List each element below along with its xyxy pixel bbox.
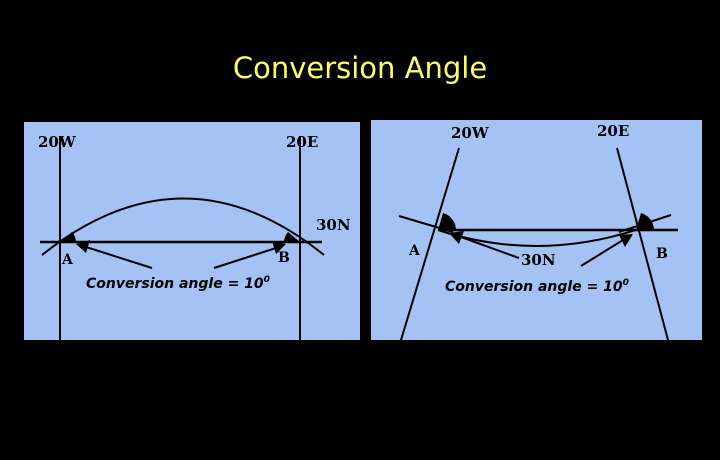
right-meridian-east-line [616,147,669,340]
left-panel-background [24,122,360,340]
left-pointer-a-line [85,246,153,269]
left-great-circle-arc [41,197,325,256]
left-pointer-b-head [272,241,286,254]
left-diagram-panel: 20W 20E 30N A B Conversion angle = 100 [24,122,360,340]
left-point-b-label: B [278,250,290,266]
right-label-30n: 30N [521,251,556,269]
left-label-30n: 30N [316,216,351,234]
right-pointer-a-head [449,231,464,244]
right-diagram-panel: 20W 20E 30N A B Conversion angle = 100 [371,120,702,340]
right-diagram: 20W 20E 30N A B Conversion angle = 100 [371,120,702,340]
right-meridian-west-line [400,147,460,340]
slide-title: Conversion Angle [232,51,488,85]
right-pointer-b-line [580,239,624,267]
right-point-b-label: B [656,246,668,262]
left-angle-mark-b [284,232,300,242]
right-pointer-a-line [460,236,520,259]
left-label-20e: 20E [286,133,318,151]
left-pointer-b-line [213,247,277,269]
left-diagram: 20W 20E 30N A B Conversion angle = 100 [24,122,360,340]
left-point-a-label: A [61,252,74,268]
left-angle-mark-a [60,232,76,242]
right-point-a-label: A [408,243,421,259]
right-caption: Conversion angle = 100 [445,278,629,295]
right-label-20e: 20E [597,122,629,140]
right-pointer-b-head [619,234,633,247]
left-label-20w: 20W [38,133,77,151]
left-caption: Conversion angle = 100 [86,275,270,292]
left-pointer-a-head [76,240,90,253]
right-label-20w: 20W [451,124,490,142]
right-angle-mark-a [438,213,456,230]
right-angle-mark-b [636,213,654,230]
